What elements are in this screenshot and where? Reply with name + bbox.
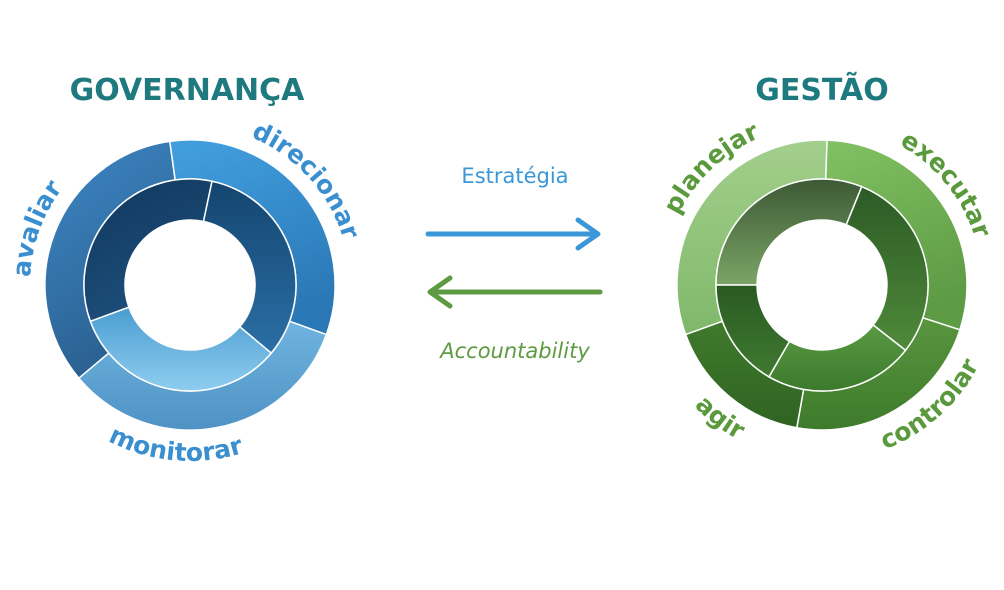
strategy-label: Estratégia (461, 164, 568, 188)
governance-title: GOVERNANÇA (70, 73, 306, 108)
governance-inner-segment-monitorar (89, 306, 273, 392)
management-inner-segment-agir (715, 284, 791, 378)
management-inner-segment-planejar (715, 178, 863, 286)
governance-cycle (44, 139, 336, 431)
management-inner-segment-executar (845, 185, 929, 352)
governance-inner-segment-direcionar (202, 180, 297, 355)
strategy-arrow (425, 217, 601, 251)
accountability-label: Accountability (438, 339, 590, 363)
management-title: GESTÃO (755, 71, 889, 108)
governance-inner-segment-avaliar (83, 178, 213, 323)
accountability-arrow (427, 275, 603, 309)
management-cycle (676, 139, 968, 431)
